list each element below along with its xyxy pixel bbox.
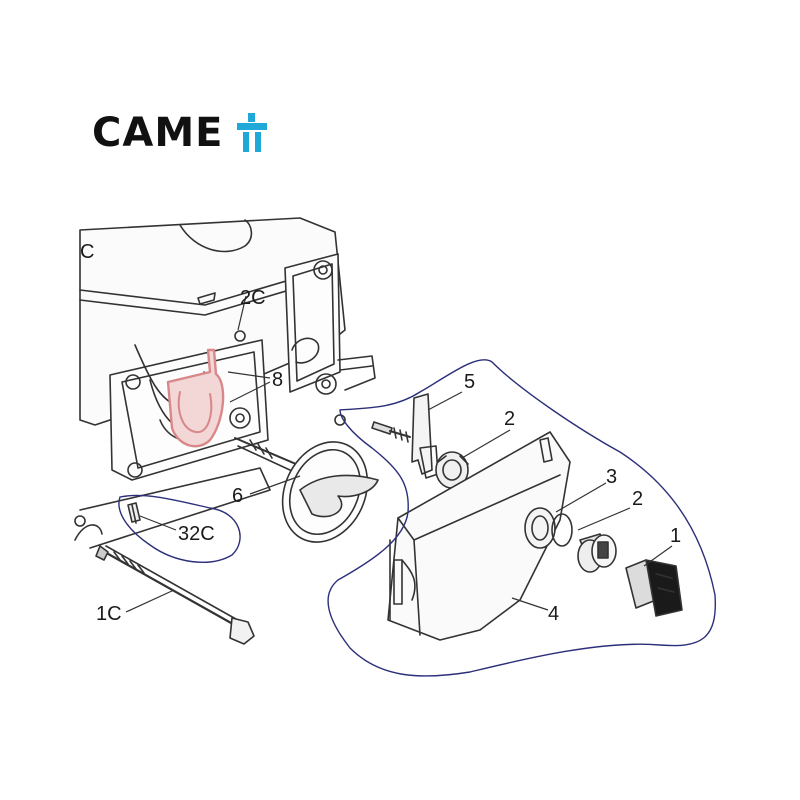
spring-washer-part-3 — [524, 507, 556, 549]
screw-icon — [334, 414, 411, 443]
lock-cylinder-icon — [577, 533, 617, 573]
callout-label-6: 6 — [232, 485, 243, 507]
callout-label-2-lower: 2 — [632, 488, 643, 510]
key-part-1 — [625, 559, 683, 617]
callout-label-2c: 2C — [240, 287, 266, 309]
long-bolt-part-1c — [95, 545, 255, 645]
callout-label-1c: 1C — [96, 603, 122, 625]
callout-label-4: 4 — [548, 603, 559, 625]
pin-highlight-outline — [118, 494, 241, 563]
callout-label-3: 3 — [606, 466, 617, 488]
callout-label-8: 8 — [272, 369, 283, 391]
came-logo: CAME — [92, 108, 269, 158]
bracket-part-5 — [411, 393, 439, 479]
pin-part-32c — [127, 502, 141, 524]
came-t-logo-icon — [237, 113, 268, 152]
callout-label-2-upper: 2 — [504, 408, 515, 430]
brand-name: CAME — [92, 110, 224, 156]
callout-label-5: 5 — [464, 371, 475, 393]
callout-label-32c: 32C — [178, 523, 215, 545]
ring-part-2-lower — [551, 513, 573, 547]
cover-assembly-outline — [327, 359, 716, 677]
release-shaft-part-6 — [234, 437, 379, 543]
callout-label-c-top: C — [80, 241, 94, 263]
callout-label-1: 1 — [670, 525, 681, 547]
